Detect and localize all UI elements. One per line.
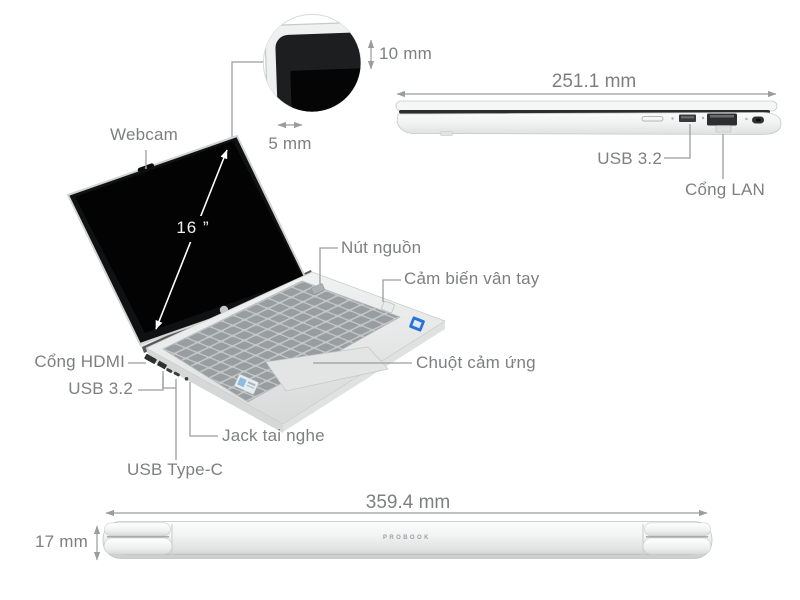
open-usb-label: USB 3.2 xyxy=(68,379,133,398)
front-bar xyxy=(102,521,713,559)
hdmi-label: Cổng HDMI xyxy=(34,352,125,371)
side-usb-label: USB 3.2 xyxy=(597,149,662,168)
usb-c-port-2 xyxy=(173,371,180,377)
height-dimension-label: 17 mm xyxy=(35,532,88,551)
usb32-side-leader xyxy=(664,124,691,159)
keyboard xyxy=(162,280,401,403)
power-leader xyxy=(319,247,338,284)
front-right-cap xyxy=(642,522,712,556)
side-usb-a-port xyxy=(679,114,696,122)
power-button-label: Nút nguồn xyxy=(341,238,422,257)
side-lid xyxy=(395,100,778,112)
side-foot xyxy=(439,131,454,136)
bezel-height-label: 10 mm xyxy=(379,44,432,63)
front-wall xyxy=(283,321,445,432)
power-button xyxy=(311,283,325,295)
webcam-label: Webcam xyxy=(110,125,178,144)
left-ports xyxy=(144,354,189,381)
usb-c-port-1 xyxy=(166,368,173,373)
lan-label: Cổng LAN xyxy=(685,180,766,199)
screen xyxy=(67,135,310,345)
touchpad xyxy=(265,346,389,392)
open-laptop xyxy=(67,135,446,433)
fingerprint-label: Cảm biến vân tay xyxy=(404,269,540,288)
kensington-lock-slot xyxy=(752,116,764,124)
fingerprint-leader xyxy=(382,279,401,302)
bezel-width-label: 5 mm xyxy=(268,134,312,153)
touchpad-label: Chuột cảm ứng xyxy=(416,353,536,372)
depth-dimension-label: 251.1 mm xyxy=(551,71,637,92)
usbc-leader-bracket xyxy=(162,376,176,389)
left-side-wall xyxy=(146,348,283,433)
front-view-laptop xyxy=(93,509,713,561)
fingerprint-sensor xyxy=(381,300,395,314)
probook-brand-label: PROBOOK xyxy=(383,535,431,541)
side-vent xyxy=(641,116,664,122)
usb-a-port xyxy=(156,360,168,370)
headphone-label: Jack tai nghe xyxy=(222,426,325,445)
side-view-laptop xyxy=(395,90,782,136)
usbc-label: USB Type-C xyxy=(127,460,224,479)
leader-lines xyxy=(128,124,724,460)
inset-leader-line xyxy=(231,61,264,137)
headphone-jack xyxy=(184,377,189,381)
intel-sticker xyxy=(409,316,425,332)
hdmi-port xyxy=(144,354,157,364)
usb32-open-leader xyxy=(138,371,164,391)
jack-leader xyxy=(189,382,218,437)
spec-sticker xyxy=(234,374,259,395)
front-left-cap xyxy=(103,522,173,556)
screen-size-label: 16 ” xyxy=(176,218,210,237)
width-dimension-label: 359.4 mm xyxy=(365,492,451,513)
side-lan-port xyxy=(707,113,737,133)
